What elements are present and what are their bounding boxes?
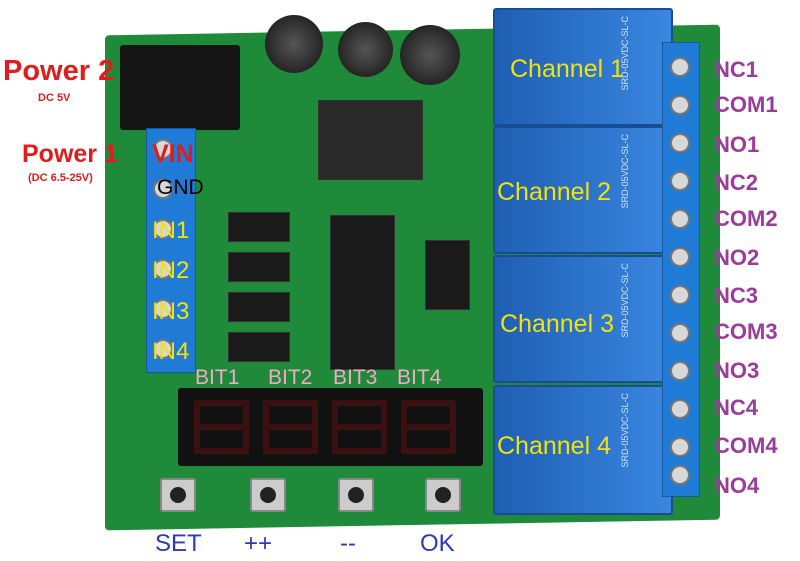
screw-terminal (670, 465, 690, 485)
pin-nc4: NC4 (714, 395, 759, 420)
screw-terminal (670, 171, 690, 191)
pin-nc1: NC1 (714, 57, 759, 82)
dc-jack (120, 45, 240, 130)
screw-terminal (670, 361, 690, 381)
relay-1: SRD-05VDC-SL-C (493, 8, 673, 126)
pin-nc2: NC2 (714, 170, 759, 195)
in4-label: IN4 (152, 338, 190, 365)
power1-title: Power 1 (22, 140, 118, 168)
relay-stamp: SRD-05VDC-SL-C (620, 134, 630, 209)
screw-terminal (670, 247, 690, 267)
gnd-label: GND (157, 176, 204, 199)
microcontroller (330, 215, 395, 370)
pin-com2: COM2 (714, 206, 778, 231)
display-digit (194, 400, 249, 454)
screw-terminal (670, 57, 690, 77)
screw-terminal (153, 339, 173, 359)
screw-terminal (153, 219, 173, 239)
screw-terminal (153, 139, 173, 159)
channel-4-label: Channel 4 (497, 432, 611, 460)
optocoupler (228, 332, 290, 362)
pin-no2: NO2 (714, 245, 760, 270)
display-digit (263, 400, 318, 454)
screw-terminal (670, 95, 690, 115)
optocoupler (228, 292, 290, 322)
power1-sub: (DC 6.5-25V) (28, 172, 93, 184)
pin-no4: NO4 (714, 473, 760, 498)
ok-label: OK (420, 530, 455, 557)
optocoupler (228, 212, 290, 242)
screw-terminal (670, 323, 690, 343)
in2-label: IN2 (152, 257, 190, 284)
capacitor (400, 25, 460, 85)
plus-button[interactable] (250, 478, 286, 512)
pin-com4: COM4 (714, 433, 778, 458)
set-button[interactable] (160, 478, 196, 512)
channel-3-label: Channel 3 (500, 310, 614, 338)
ok-button[interactable] (425, 478, 461, 512)
display-digit (401, 400, 456, 454)
bit3-label: BIT3 (333, 366, 378, 389)
regulator-chip (318, 100, 423, 180)
vin-label: VIN (152, 140, 194, 168)
capacitor (338, 22, 393, 77)
seven-segment-display (178, 388, 483, 466)
pin-com1: COM1 (714, 92, 778, 117)
display-digit (332, 400, 387, 454)
screw-terminal (670, 133, 690, 153)
screw-terminal (670, 209, 690, 229)
relay-3: SRD-05VDC-SL-C (493, 255, 673, 383)
screw-terminal (153, 299, 173, 319)
minus-button[interactable] (338, 478, 374, 512)
pin-no3: NO3 (714, 358, 760, 383)
screw-terminal (153, 179, 173, 199)
channel-1-label: Channel 1 (510, 55, 624, 83)
channel-2-label: Channel 2 (497, 178, 611, 206)
pin-no1: NO1 (714, 132, 760, 157)
relay-stamp: SRD-05VDC-SL-C (620, 393, 630, 468)
plus-label: ++ (244, 530, 273, 557)
power2-sub: DC 5V (38, 92, 71, 104)
screw-terminal (670, 399, 690, 419)
capacitor (265, 15, 323, 73)
bit1-label: BIT1 (195, 366, 240, 389)
set-label: SET (155, 530, 202, 557)
output-terminal-block (662, 42, 700, 497)
driver-chip (425, 240, 470, 310)
relay-2: SRD-05VDC-SL-C (493, 126, 673, 254)
screw-terminal (153, 259, 173, 279)
screw-terminal (670, 285, 690, 305)
bit2-label: BIT2 (268, 366, 313, 389)
optocoupler (228, 252, 290, 282)
bit4-label: BIT4 (397, 366, 442, 389)
screw-terminal (670, 437, 690, 457)
in3-label: IN3 (152, 298, 190, 325)
relay-stamp: SRD-05VDC-SL-C (620, 263, 630, 338)
pin-nc3: NC3 (714, 283, 759, 308)
pin-com3: COM3 (714, 319, 778, 344)
in1-label: IN1 (152, 217, 190, 244)
input-terminal-block (146, 128, 196, 373)
minus-label: -- (340, 530, 356, 557)
power2-title: Power 2 (3, 55, 115, 87)
